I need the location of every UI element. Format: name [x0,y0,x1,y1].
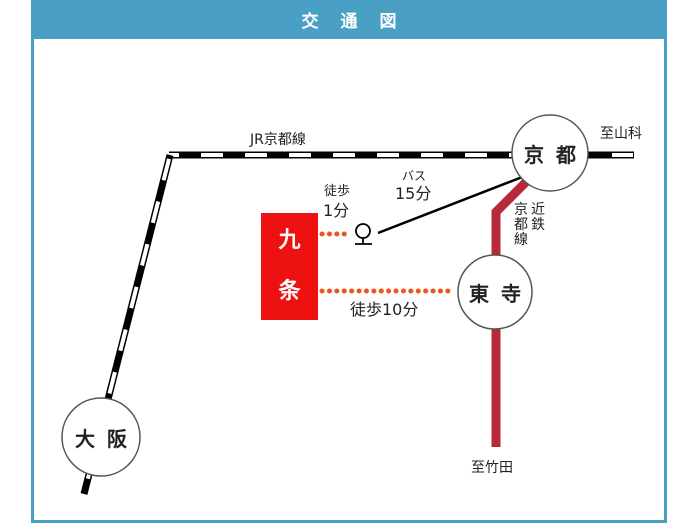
osaka-station[interactable]: 大 阪 [62,421,140,453]
walk-mode-label: 徒歩 [324,184,351,199]
title-char: 交 [301,12,319,32]
kyoto-station[interactable]: 京 都 [512,137,588,169]
kujo-char: 九 [278,228,301,253]
bus-stop-icon [355,223,372,245]
title-char: 図 [379,12,397,32]
page-title: 交 通 図 [31,0,667,39]
kyoto-char: 京 [524,142,544,167]
walk-time-label: 1分 [323,201,350,220]
bus-route-line [377,172,531,235]
kujo-destination-box[interactable]: 九 条 [261,213,318,320]
kujo-char: 条 [278,279,301,304]
title-char: 通 [340,12,358,32]
bus-mode-label: バス [402,169,427,183]
toji-char: 寺 [501,281,521,306]
kintetsu-label-col-left: 京都線 [514,202,528,248]
jr-line [80,151,634,495]
kyoto-station-circle [511,114,589,192]
walk-to-toji-label: 徒歩10分 [350,300,419,319]
toji-char: 東 [469,281,489,306]
kyoto-char: 都 [556,142,576,167]
osaka-char: 大 [75,426,95,451]
yamashina-label: 至山科 [600,126,642,142]
kintetsu-label-col-right: 近鉄 [531,202,545,233]
toji-station-circle [457,254,533,330]
takeda-label: 至竹田 [471,460,513,476]
osaka-char: 阪 [107,426,127,451]
osaka-station-circle [61,397,141,477]
kintetsu-line [491,176,532,447]
bus-time-label: 15分 [395,184,432,203]
toji-station[interactable]: 東 寺 [458,276,532,308]
jr-line-label: JR京都線 [250,132,306,148]
